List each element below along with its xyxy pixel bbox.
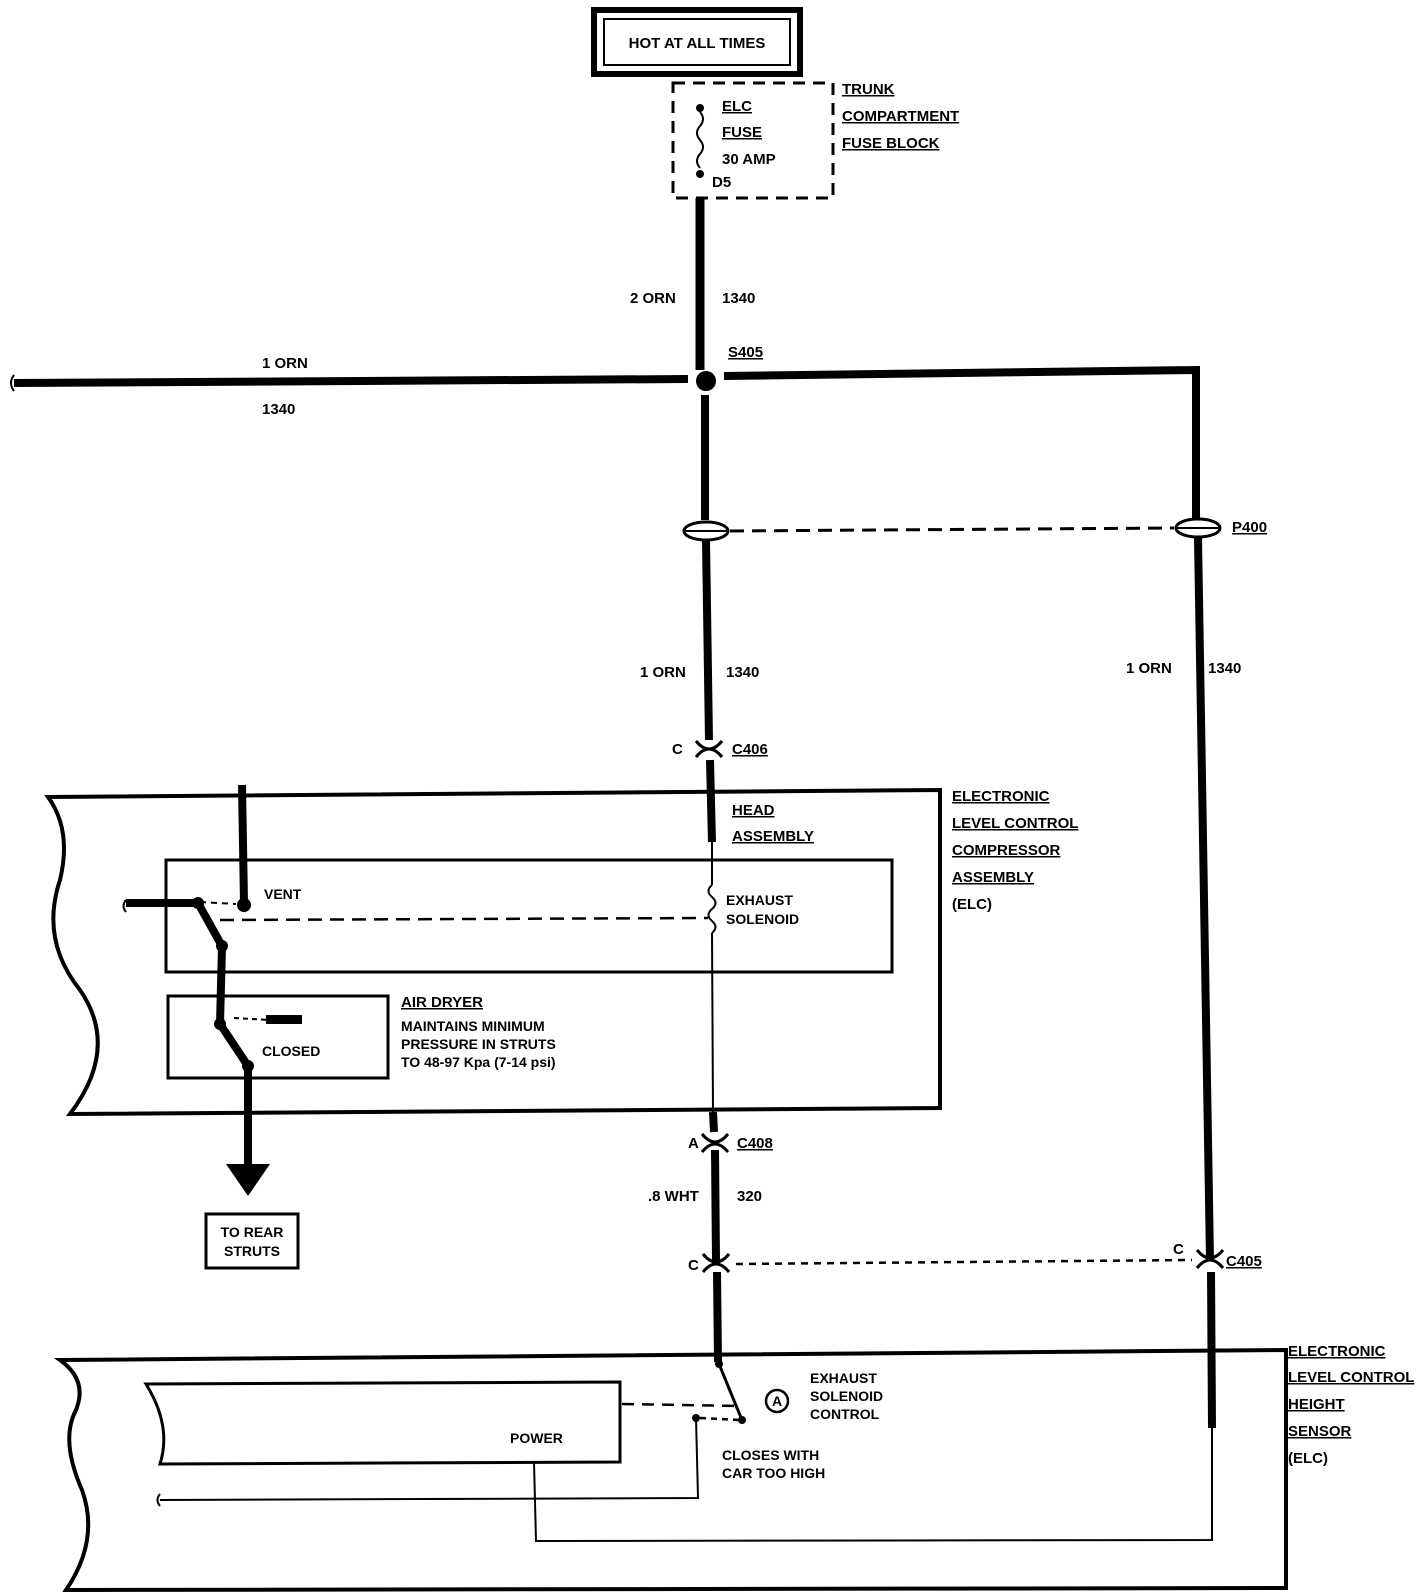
c405-link-dashed <box>735 1258 1193 1266</box>
exhaust-control-marker <box>764 1388 790 1414</box>
fuse-word: FUSE <box>722 124 762 141</box>
splice-label: S405 <box>728 344 763 361</box>
fuse-name: ELC <box>722 98 752 115</box>
fuse-block-label-2: COMPARTMENT <box>842 108 959 125</box>
air-dryer-title: AIR DRYER <box>401 994 483 1011</box>
height-sensor-title-3: HEIGHT <box>1288 1396 1345 1413</box>
solenoid-wire-circuit: 320 <box>737 1188 762 1205</box>
solenoid-box <box>164 858 894 974</box>
p400-connector <box>682 517 1222 542</box>
compressor-title-1: ELECTRONIC <box>952 788 1050 805</box>
left-wire-gauge: 1 ORN <box>262 355 308 372</box>
vent-label: VENT <box>264 886 302 902</box>
right-wire-circuit: 1340 <box>1208 660 1241 677</box>
rear-struts-box: TO REAR STRUTS <box>204 1212 300 1270</box>
head-assembly-label-2: ASSEMBLY <box>732 828 814 845</box>
power-source-box: HOT AT ALL TIMES <box>591 7 803 77</box>
c408-label: C408 <box>737 1135 773 1152</box>
feed-wire-circuit: 1340 <box>722 290 755 307</box>
right-wire <box>1194 537 1214 1261</box>
power-source-label: HOT AT ALL TIMES <box>629 35 766 52</box>
head-assembly-wire <box>706 759 716 843</box>
exhaust-control-label-3: CONTROL <box>810 1406 880 1422</box>
exhaust-switch <box>717 1363 744 1421</box>
power-label: POWER <box>510 1430 563 1446</box>
exhaust-solenoid-label-1: EXHAUST <box>726 892 793 908</box>
power-return-wire <box>533 1428 1213 1543</box>
height-sensor-title-1: ELECTRONIC <box>1288 1343 1386 1360</box>
c406-label: C406 <box>732 741 768 758</box>
center-wire <box>702 539 713 741</box>
fuse-rating: 30 AMP <box>722 151 776 168</box>
closed-label: CLOSED <box>262 1043 320 1059</box>
c405-pin-left: C <box>688 1257 699 1274</box>
c408-pin: A <box>688 1135 699 1152</box>
air-dryer-line-1: MAINTAINS MINIMUM <box>401 1018 545 1034</box>
air-line <box>126 899 252 1166</box>
center-wire-gauge: 1 ORN <box>640 664 686 681</box>
exhaust-solenoid-coil <box>707 884 717 934</box>
c406-connector <box>694 740 724 758</box>
fuse-symbol <box>696 111 704 169</box>
c405-pin-right: C <box>1173 1241 1184 1258</box>
c405-connector-left <box>701 1253 731 1273</box>
fuse-terminal: D5 <box>712 174 731 191</box>
fuse-block-label-1: TRUNK <box>842 81 895 98</box>
head-assembly-label-1: HEAD <box>732 802 775 819</box>
vent-pipe <box>238 784 248 904</box>
compressor-title-4: ASSEMBLY <box>952 869 1034 886</box>
exhaust-control-label-2: SOLENOID <box>810 1388 883 1404</box>
center-wire-circuit: 1340 <box>726 664 759 681</box>
right-wire-gauge: 1 ORN <box>1126 660 1172 677</box>
c406-pin: C <box>672 741 683 758</box>
solenoid-thin-wire <box>711 932 714 1113</box>
switch-output-wire <box>159 1417 700 1501</box>
height-sensor-title-2: LEVEL CONTROL <box>1288 1369 1414 1386</box>
left-wire-circuit: 1340 <box>262 401 295 418</box>
compressor-title-3: COMPRESSOR <box>952 842 1061 859</box>
height-sensor-title-5: (ELC) <box>1288 1450 1328 1467</box>
exhaust-solenoid-label-2: SOLENOID <box>726 911 799 927</box>
right-branch-wire <box>723 365 1200 520</box>
rear-struts-line-1: TO REAR <box>221 1224 284 1240</box>
air-dryer-line-2: PRESSURE IN STRUTS <box>401 1036 556 1052</box>
compressor-assembly-outline <box>44 787 942 1117</box>
solenoid-wire-gauge: .8 WHT <box>648 1188 699 1205</box>
p400-label: P400 <box>1232 519 1267 536</box>
power-box <box>143 1380 622 1466</box>
compressor-title-5: (ELC) <box>952 896 992 913</box>
solenoid-link-dashed <box>219 916 709 922</box>
solenoid-control-wire <box>711 1149 720 1263</box>
sensor-input-wire-center <box>713 1271 722 1363</box>
air-dryer-box <box>166 994 390 1080</box>
c405-label: C405 <box>1226 1253 1262 1270</box>
compressor-title-2: LEVEL CONTROL <box>952 815 1078 832</box>
closes-label-1: CLOSES WITH <box>722 1447 819 1463</box>
exhaust-control-label-1: EXHAUST <box>810 1370 877 1386</box>
closes-label-2: CAR TOO HIGH <box>722 1465 825 1481</box>
fuse-block-label-3: FUSE BLOCK <box>842 135 940 152</box>
height-sensor-outline <box>53 1347 1288 1593</box>
feed-wire-gauge: 2 ORN <box>630 290 676 307</box>
left-branch-wire <box>13 375 689 387</box>
fuse-block: ELC FUSE 30 AMP D5 <box>671 81 835 200</box>
c408-connector <box>700 1133 730 1153</box>
height-sensor-title-4: SENSOR <box>1288 1423 1352 1440</box>
arrow-down-icon <box>226 1164 270 1196</box>
splice-s405 <box>696 371 716 391</box>
exhaust-control-letter: A <box>772 1393 782 1409</box>
rear-struts-line-2: STRUTS <box>224 1243 280 1259</box>
air-dryer-line-3: TO 48-97 Kpa (7-14 psi) <box>401 1054 556 1070</box>
c405-connector-right <box>1195 1249 1225 1269</box>
